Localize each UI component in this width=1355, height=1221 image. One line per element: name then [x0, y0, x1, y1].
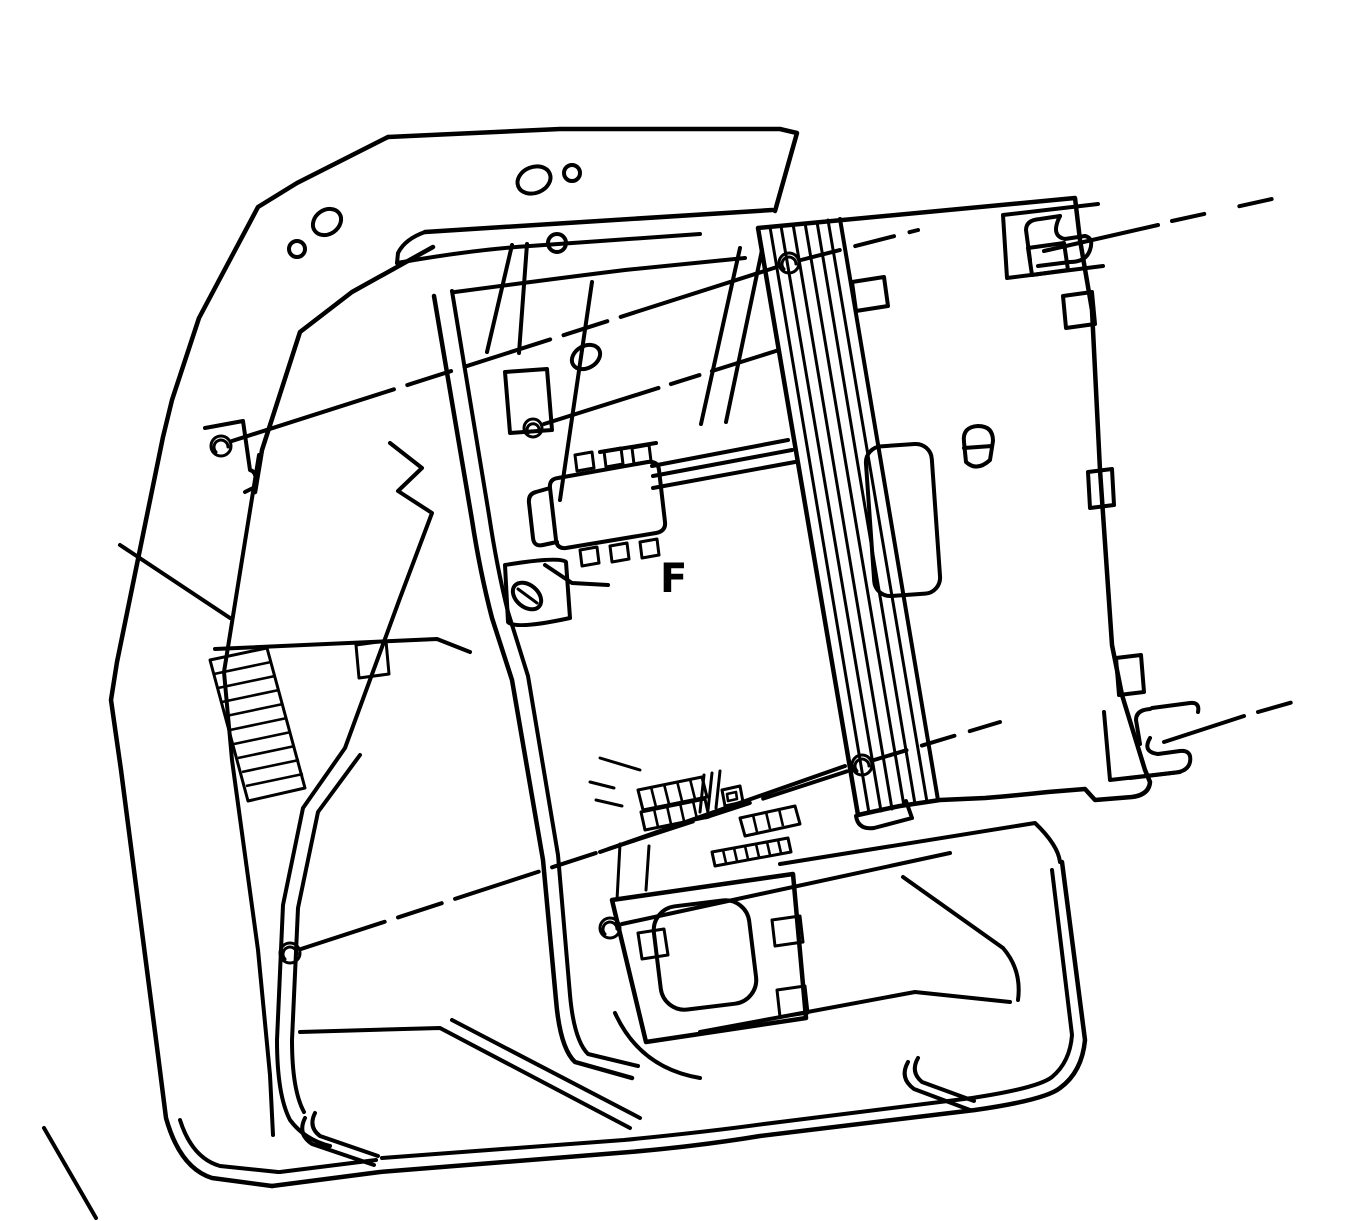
screw-opening-upper: [522, 417, 544, 439]
console-inner-wall: [901, 875, 1021, 1002]
screws: [209, 251, 874, 965]
ledge-notch: [354, 639, 391, 680]
wire-2: [651, 448, 794, 478]
module-hole-a: [850, 275, 890, 313]
screw-bracket: [598, 916, 622, 940]
pillar-panel-line-a: [222, 453, 275, 1137]
strut-3: [558, 280, 594, 502]
opening-left-edge-inner: [450, 289, 640, 1068]
foot-slot-left: [300, 1111, 380, 1167]
floor-back-edge-inner: [450, 1018, 642, 1120]
ledge-screw-hole: [569, 342, 603, 372]
side-panel-grille: [208, 646, 307, 803]
leader-clip-top-dashes: [1170, 197, 1274, 223]
bar-hole-small: [562, 163, 582, 183]
lower-console: [269, 764, 1088, 1189]
pillar-inner-edge: [252, 244, 436, 495]
opening-top-edge: [453, 256, 747, 294]
header-bar-bottom-edge: [422, 207, 775, 235]
module-slot: [863, 441, 943, 599]
console-shelf-edge: [778, 821, 1062, 866]
retaining-clip-bottom: [1102, 700, 1201, 782]
screw-module-bottom: [850, 753, 874, 777]
strut-5: [724, 248, 764, 424]
leader-top-left: [230, 265, 779, 443]
leader-bracket-screw: [620, 851, 952, 926]
plug-pin-1: [573, 450, 596, 473]
opening-ledge: [213, 637, 472, 654]
wire-4: [598, 441, 658, 454]
plug-pin-5: [608, 541, 631, 564]
screw-module-top: [777, 251, 801, 275]
lower-bracket-tab: [503, 557, 572, 628]
pillar-hole-oval: [310, 206, 344, 238]
upper-bracket-tab: [503, 367, 554, 435]
notch-slot-right: [902, 1056, 976, 1112]
lower-tab-screw-head: [510, 580, 544, 612]
bracket-hole-left: [636, 927, 670, 961]
screw-panel-top-left: [209, 434, 233, 458]
floor-right-edge: [698, 990, 1012, 1034]
retaining-clip-top: [1001, 202, 1105, 280]
header-bar-left-end: [395, 230, 427, 265]
pillar-bottom-inner: [178, 1118, 280, 1174]
strut-4: [699, 246, 742, 426]
plug-pin-6: [638, 537, 661, 560]
leader-clip-top: [1042, 223, 1160, 253]
leader-top-left-cont: [799, 228, 920, 262]
module-hole-e: [1114, 653, 1146, 697]
floor-back-edge: [298, 1026, 632, 1130]
bracket-plate: [609, 871, 809, 1045]
strut-notch: [543, 563, 610, 587]
lower-mounting-bracket: [609, 871, 810, 1080]
harness-plug-cap: [526, 486, 559, 548]
bracket-leg-curve: [613, 1011, 702, 1080]
bracket-hole-right-top: [770, 914, 805, 948]
module-d-tab: [961, 424, 995, 469]
strut-1: [485, 243, 514, 354]
alignment-leader-lines: [230, 197, 1302, 951]
radio-opening: [213, 232, 764, 1081]
module-hole-d: [1086, 467, 1116, 510]
plug-pin-4: [578, 545, 601, 568]
bracket-cutout: [651, 898, 759, 1012]
pillar-hole-small: [287, 239, 307, 259]
instrument-panel-frame: [42, 126, 800, 1220]
strut-2: [517, 242, 529, 355]
wire-1: [650, 438, 790, 468]
pillar-crease-lower: [42, 1126, 98, 1220]
module-foot: [854, 799, 914, 831]
leader-bottom-left: [299, 768, 853, 951]
pillar-crease-upper: [118, 543, 232, 620]
harness-plug-body: [547, 459, 668, 551]
leader-clip-bottom: [1162, 714, 1246, 744]
screw-panel-bottom-left: [278, 941, 302, 965]
header-bar-top-edge: [385, 126, 800, 214]
figure-callout-f: F: [660, 556, 687, 602]
rim-outer: [269, 859, 1088, 1189]
opening-left-edge: [431, 293, 635, 1081]
module-hole-c: [1061, 290, 1097, 330]
opening-panel-zigzag: [275, 441, 434, 1148]
bar-hole-oval: [515, 164, 553, 196]
leader-bottom-cont: [872, 720, 1002, 762]
pillar-outer-edge: [108, 134, 391, 1189]
wire-3: [651, 460, 797, 490]
screw-tab-top-left: [203, 419, 258, 494]
module-vent-lines: [768, 217, 940, 815]
lower-tab-screw-slot: [516, 587, 539, 605]
leader-upper-bracket: [542, 348, 781, 426]
leader-clip-bottom-dashes: [1256, 698, 1302, 714]
radio-module: [755, 195, 1201, 831]
